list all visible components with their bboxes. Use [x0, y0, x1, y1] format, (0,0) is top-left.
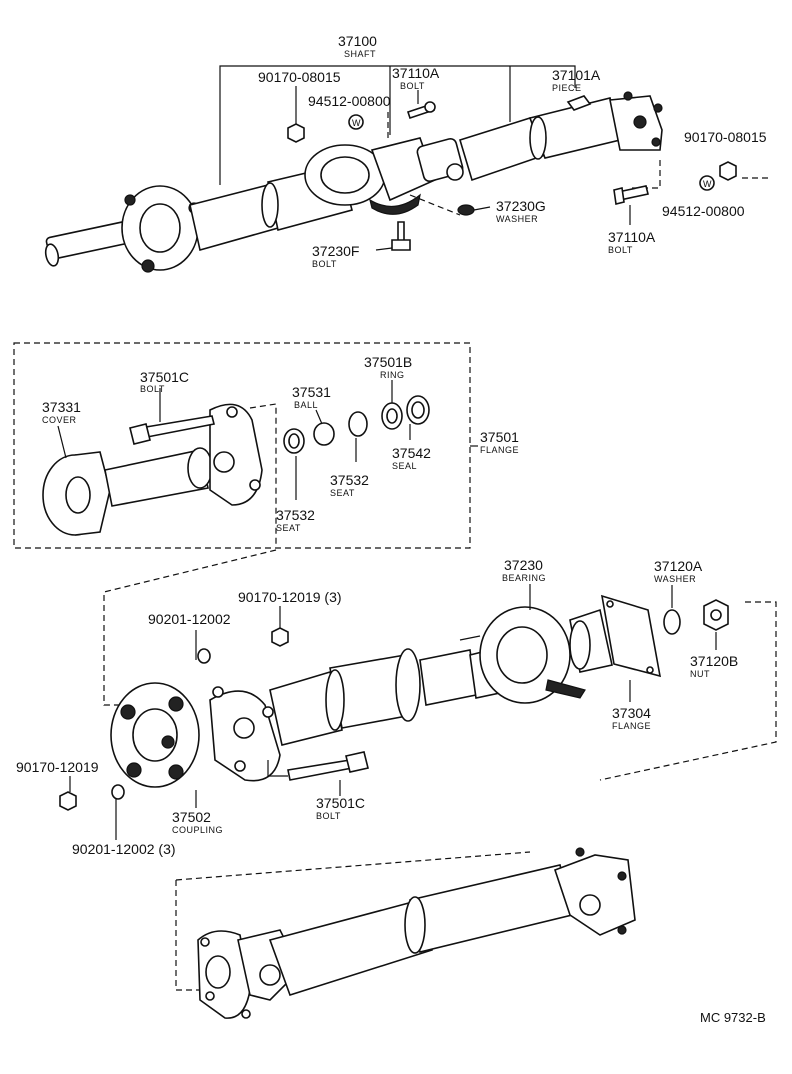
label-37230F: 37230F BOLT [312, 243, 359, 269]
top-shaft-assembly: W W [44, 65, 770, 273]
svg-text:BOLT: BOLT [140, 384, 165, 394]
svg-text:BEARING: BEARING [502, 573, 546, 583]
svg-text:37501C: 37501C [140, 369, 189, 385]
svg-text:37230G: 37230G [496, 198, 546, 214]
svg-text:BOLT: BOLT [312, 259, 337, 269]
label-37532-center: 37532 SEAT [330, 472, 369, 498]
label-37120B: 37120B NUT [690, 653, 738, 679]
washer-mark-w-left: W [352, 118, 361, 128]
label-90170-08015-right: 90170-08015 [684, 129, 767, 145]
svg-text:WASHER: WASHER [654, 574, 696, 584]
svg-text:SEAL: SEAL [392, 461, 417, 471]
label-37501B: 37501B RING [364, 354, 412, 380]
svg-text:37501: 37501 [480, 429, 519, 445]
flange-37501-group [13, 342, 478, 549]
svg-text:37502: 37502 [172, 809, 211, 825]
svg-text:WASHER: WASHER [496, 214, 538, 224]
svg-text:37531: 37531 [292, 384, 331, 400]
svg-text:NUT: NUT [690, 669, 710, 679]
svg-text:SEAT: SEAT [330, 488, 355, 498]
label-37531: 37531 BALL [292, 384, 331, 410]
label-37501: 37501 FLANGE [480, 429, 519, 455]
svg-text:37100: 37100 [338, 33, 377, 49]
svg-text:37304: 37304 [612, 705, 651, 721]
washer-mark-w-right: W [703, 179, 712, 189]
label-37501C-top: 37501C BOLT [140, 369, 189, 394]
svg-text:37120B: 37120B [690, 653, 738, 669]
label-37501C-lower: 37501C BOLT [316, 795, 365, 821]
label-37120A: 37120A WASHER [654, 558, 703, 584]
svg-text:37110A: 37110A [608, 229, 656, 245]
svg-text:37501C: 37501C [316, 795, 365, 811]
svg-text:37230F: 37230F [312, 243, 359, 259]
svg-text:BOLT: BOLT [608, 245, 633, 255]
label-37230G: 37230G WASHER [496, 198, 546, 224]
svg-text:BOLT: BOLT [316, 811, 341, 821]
svg-text:FLANGE: FLANGE [480, 445, 519, 455]
label-90201-12002: 90201-12002 [148, 611, 231, 627]
svg-text:COUPLING: COUPLING [172, 825, 223, 835]
svg-text:37110A: 37110A [392, 65, 440, 81]
label-90201-12002-3: 90201-12002 (3) [72, 841, 176, 857]
svg-text:FLANGE: FLANGE [612, 721, 651, 731]
label-37532-left: 37532 SEAT [276, 507, 315, 533]
label-37502: 37502 COUPLING [172, 809, 223, 835]
bottom-shaft-assembly [175, 847, 636, 1019]
svg-text:SEAT: SEAT [276, 523, 301, 533]
label-37110A-top: 37110A BOLT [392, 65, 440, 91]
label-37230: 37230 BEARING [502, 557, 546, 583]
svg-text:37532: 37532 [330, 472, 369, 488]
svg-text:37101A: 37101A [552, 67, 601, 83]
label-90170-12019: 90170-12019 [16, 759, 99, 775]
label-90170-08015-top-left: 90170-08015 [258, 69, 341, 85]
label-37110A-right: 37110A BOLT [608, 229, 656, 255]
reference-code: MC 9732-B [700, 1010, 766, 1025]
svg-text:SHAFT: SHAFT [344, 49, 376, 59]
svg-text:RING: RING [380, 370, 405, 380]
svg-text:37230: 37230 [504, 557, 543, 573]
svg-text:PIECE: PIECE [552, 83, 582, 93]
label-90170-12019-3: 90170-12019 (3) [238, 589, 342, 605]
svg-text:37331: 37331 [42, 399, 81, 415]
lower-shaft-assembly [59, 549, 777, 840]
svg-text:37542: 37542 [392, 445, 431, 461]
svg-text:37120A: 37120A [654, 558, 703, 574]
label-94512-00800-top: 94512-00800 [308, 93, 391, 109]
label-37542: 37542 SEAL [392, 445, 431, 471]
label-37100: 37100 SHAFT [338, 33, 377, 59]
label-94512-00800-right: 94512-00800 [662, 203, 745, 219]
svg-text:BALL: BALL [294, 400, 318, 410]
svg-text:37532: 37532 [276, 507, 315, 523]
label-37304: 37304 FLANGE [612, 705, 651, 731]
svg-text:COVER: COVER [42, 415, 77, 425]
label-37101A: 37101A PIECE [552, 67, 601, 93]
svg-text:BOLT: BOLT [400, 81, 425, 91]
label-37331: 37331 COVER [42, 399, 81, 425]
svg-text:37501B: 37501B [364, 354, 412, 370]
